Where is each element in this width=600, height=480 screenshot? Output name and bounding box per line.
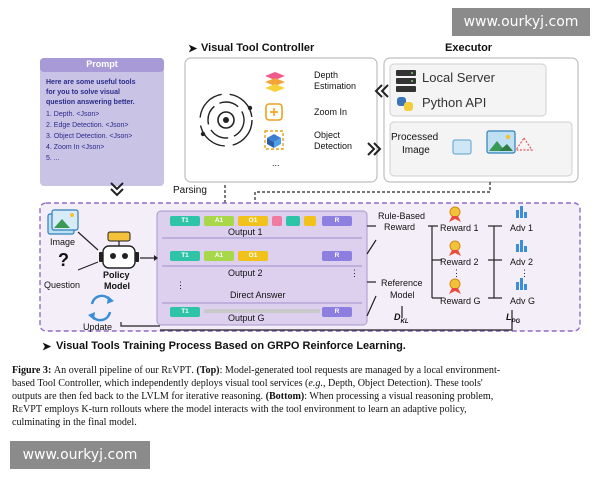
gear-orbit-icon — [199, 93, 253, 147]
lpg-label: LPG — [506, 312, 521, 325]
dkl-label: DKL — [394, 312, 409, 325]
tool-label-estimation: Estimation — [314, 81, 357, 91]
adv-1-label: Adv 1 — [510, 223, 534, 233]
tool-label-object: Object — [314, 130, 341, 140]
rollout-dots: ⋮ — [350, 268, 359, 278]
token-r: R — [322, 216, 352, 226]
parsing-label: Parsing — [173, 185, 207, 196]
adv-g-label: Adv G — [510, 296, 536, 306]
python-api-label: Python API — [422, 95, 487, 110]
python-icon — [397, 97, 413, 111]
advantage-bar-icons — [516, 206, 527, 290]
processed-image-label: Image — [402, 145, 430, 156]
token-o1: O1 — [238, 251, 268, 261]
reward-tree — [401, 225, 513, 318]
training-title: Visual Tools Training Process Based on G… — [56, 340, 406, 352]
prompt-title-bar — [40, 58, 164, 72]
depth-icon — [265, 72, 285, 92]
caption-line: outputs are then fed back to the LVLM fo… — [12, 391, 494, 402]
prompt-line: 3. Object Detection. <Json> — [46, 133, 133, 140]
rollout-to-reward-arrows — [366, 225, 377, 317]
token-gap — [272, 216, 282, 226]
chevrons-to-processed — [367, 142, 382, 156]
output-label: Output G — [228, 313, 265, 323]
executor-image-panel — [389, 121, 573, 177]
adv-dots: ⋮ — [520, 268, 529, 278]
chevrons-controller-to-executor — [374, 84, 389, 98]
executor-title: Executor — [445, 42, 493, 54]
token-gray — [204, 309, 320, 313]
watermark-bottom: www.ourkyj.com — [10, 441, 150, 469]
reward-dots: ⋮ — [452, 268, 461, 278]
object-detection-icon — [264, 130, 284, 150]
parsing-connector — [224, 180, 491, 210]
update-label: Update — [83, 322, 113, 332]
token-a1: A1 — [204, 216, 234, 226]
direct-answer-label: Direct Answer — [230, 290, 286, 300]
update-cycle-icon — [88, 294, 114, 322]
prompt-line: 5. ... — [46, 155, 60, 162]
question-mark-icon: ? — [58, 250, 69, 270]
reward-1-label: Reward 1 — [440, 223, 479, 233]
adv-2-label: Adv 2 — [510, 257, 534, 267]
token-gap — [286, 216, 300, 226]
token-o1: O1 — [238, 216, 268, 226]
processed-image-icon — [452, 130, 534, 155]
caption-line: Figure 3: An overall pipeline of our ReV… — [12, 365, 501, 376]
prompt-line: Here are some useful tools — [46, 79, 136, 86]
rule-based-label: Rule-Based — [378, 211, 426, 221]
policy-label: Policy — [103, 270, 130, 280]
prompt-line: 4. Zoom In <Json> — [46, 144, 105, 151]
output-label: Output 1 — [228, 227, 263, 237]
reward-medal-icons — [449, 206, 461, 294]
token-t1: T1 — [170, 307, 200, 317]
token-r: R — [322, 251, 352, 261]
tool-label-more: ... — [272, 158, 280, 168]
rollout-panel — [156, 210, 368, 326]
caption-line: ReVPT employs K-turn rollouts where the … — [12, 404, 467, 415]
reward-g-label: Reward G — [440, 296, 481, 306]
prompt-line: 1. Depth. <Json> — [46, 111, 100, 118]
rollout-dots: ⋮ — [176, 280, 185, 290]
local-server-label: Local Server — [422, 70, 495, 85]
controller-arrow-icon: ➤ — [188, 43, 198, 55]
prompt-box — [40, 58, 164, 186]
training-arrow-icon: ➤ — [42, 341, 52, 353]
prompt-title: Prompt — [86, 59, 118, 69]
rollout-separators — [162, 237, 362, 304]
token-a1: A1 — [204, 251, 234, 261]
caption-line: based Tool Controller, which independent… — [12, 378, 483, 389]
reward-2-label: Reward 2 — [440, 257, 479, 267]
processed-label: Processed — [391, 132, 439, 143]
token-t1: T1 — [170, 251, 200, 261]
watermark-top: www.ourkyj.com — [452, 8, 590, 36]
image-label: Image — [50, 237, 76, 247]
output-label: Output 2 — [228, 268, 263, 278]
tool-label-depth: Depth — [314, 70, 339, 80]
executor-server-panel — [389, 63, 547, 117]
policy-model-robot-icon — [99, 231, 139, 269]
tool-label-zoom: Zoom In — [314, 107, 348, 117]
prompt-line: for you to solve visual — [46, 89, 120, 96]
token-t1: T1 — [170, 216, 200, 226]
caption-line: culminating in the final model. — [12, 417, 137, 428]
model-label: Model — [104, 281, 130, 291]
token-gap — [304, 216, 316, 226]
model-ref-label: Model — [390, 290, 415, 300]
server-icon — [396, 70, 416, 92]
zoom-in-icon — [265, 103, 283, 121]
prompt-line: question answering better. — [46, 99, 135, 106]
question-label: Question — [44, 280, 81, 290]
image-input-icon — [47, 209, 79, 235]
token-r: R — [322, 307, 352, 317]
controller-title: Visual Tool Controller — [201, 42, 315, 54]
input-arrows — [77, 231, 160, 327]
prompt-line: 2. Edge Detection. <Json> — [46, 122, 129, 129]
tool-label-detection: Detection — [314, 141, 353, 151]
loss-feedback-line — [160, 318, 513, 331]
reward-label: Reward — [384, 222, 416, 232]
reference-label: Reference — [381, 278, 423, 288]
